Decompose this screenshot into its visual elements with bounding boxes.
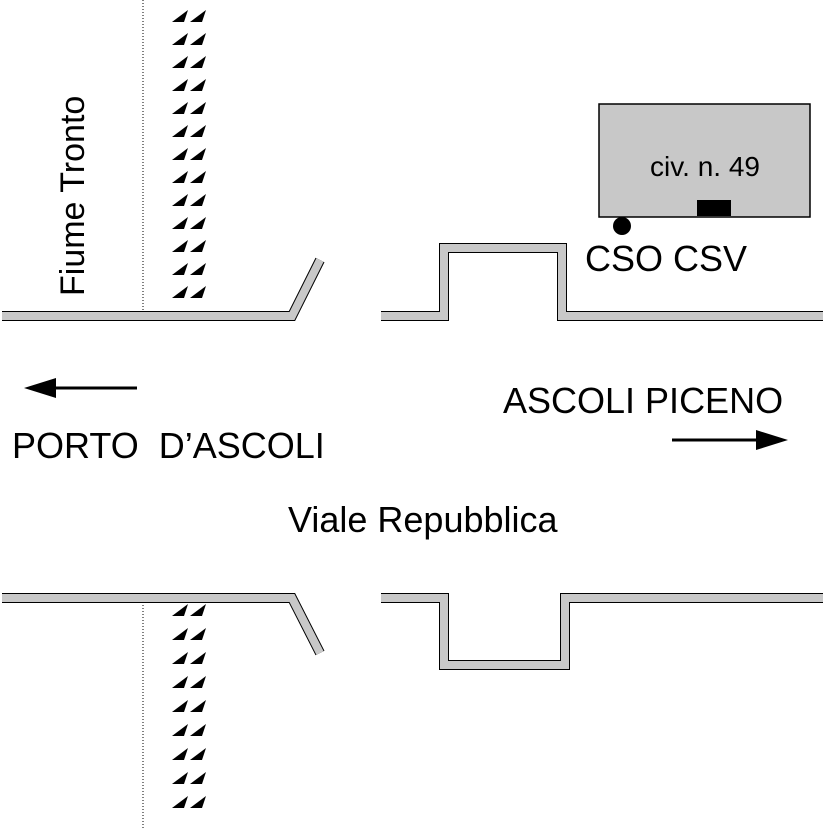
river-flow-mark [172, 286, 188, 298]
building-label: civ. n. 49 [650, 151, 760, 182]
river-bottom [142, 602, 206, 829]
road-edge-top-right [381, 243, 823, 321]
river-flow-mark [190, 194, 206, 206]
river-flow-mark [172, 652, 188, 664]
river-flow-mark [190, 56, 206, 68]
river-flow-mark [190, 10, 206, 22]
river-flow-mark [172, 125, 188, 137]
river-label: Fiume Tronto [54, 96, 92, 296]
river-flow-mark [190, 748, 206, 760]
river-flow-mark [190, 724, 206, 736]
river-flow-mark [172, 79, 188, 91]
river-flow-mark [190, 286, 206, 298]
location-dot-icon [613, 217, 631, 235]
river-flow-mark [172, 10, 188, 22]
river-flow-mark [190, 240, 206, 252]
building-civ-49: civ. n. 49 [598, 103, 811, 218]
river-flow-mark [190, 217, 206, 229]
river-flow-mark [172, 194, 188, 206]
street-label: Viale Repubblica [288, 499, 559, 540]
river-flow-mark [172, 724, 188, 736]
river-flow-mark [172, 700, 188, 712]
river-flow-mark [190, 148, 206, 160]
river-flow-mark [172, 240, 188, 252]
road-edge-top-left [2, 257, 325, 321]
arrow-left-icon [24, 378, 137, 398]
river-flow-mark [190, 652, 206, 664]
river-flow-mark [190, 33, 206, 45]
river-flow-mark [190, 604, 206, 616]
arrow-right-icon [672, 430, 788, 450]
river-flow-mark [190, 628, 206, 640]
river-flow-mark [172, 604, 188, 616]
river-flow-mark [172, 171, 188, 183]
road-edge-bottom-right [381, 593, 823, 670]
river-flow-mark [172, 148, 188, 160]
river-flow-mark [172, 56, 188, 68]
river-flow-mark [172, 102, 188, 114]
river-flow-mark [190, 796, 206, 808]
river-flow-mark [172, 33, 188, 45]
river-flow-mark [172, 748, 188, 760]
river-flow-mark [172, 628, 188, 640]
river-flow-mark [190, 676, 206, 688]
road-edge-bottom-left [2, 593, 325, 656]
river-flow-mark [172, 263, 188, 275]
direction-left-label: PORTO D’ASCOLI [12, 425, 325, 466]
direction-right-label: ASCOLI PICENO [503, 380, 783, 421]
river-flow-mark [190, 102, 206, 114]
river-flow-mark [172, 217, 188, 229]
center-label: CSO CSV [585, 238, 747, 279]
river-flow-mark [172, 796, 188, 808]
river-flow-mark [190, 772, 206, 784]
river-flow-marks-top [172, 10, 206, 298]
river-flow-mark [190, 700, 206, 712]
river-flow-mark [172, 676, 188, 688]
river-flow-mark [190, 263, 206, 275]
river-flow-mark [190, 79, 206, 91]
river-flow-mark [190, 171, 206, 183]
river-flow-marks-bottom [172, 604, 206, 808]
river-flow-mark [190, 125, 206, 137]
entrance-marker-icon [697, 200, 731, 216]
river-top [142, 0, 206, 312]
river-flow-mark [172, 772, 188, 784]
